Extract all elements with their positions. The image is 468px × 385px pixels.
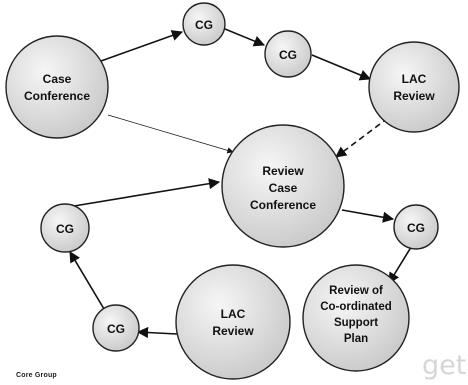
node-review-support-plan-line-4: Plan: [344, 333, 368, 345]
svg-text:CG: CG: [279, 48, 297, 62]
arrow-cg-top-1-to-cg-top-2: [224, 28, 266, 47]
watermark-logo: get: [422, 350, 467, 381]
node-lac-review-bottom-line-2: Review: [212, 324, 254, 338]
svg-text:CG: CG: [195, 18, 213, 32]
node-lac-review-top-line-2: Review: [393, 89, 435, 103]
arrow-case-to-review-case: [107, 114, 234, 154]
footnote: Core Group: [16, 372, 57, 379]
node-review-case-conference-line-2: Case: [269, 181, 298, 195]
node-cg-right: CG: [393, 204, 439, 250]
node-lac-review-top-line-1: LAC: [402, 72, 427, 86]
node-case-conference-line-1: Case: [43, 72, 72, 86]
node-cg-top-1: CG: [182, 2, 226, 46]
arrow-case-to-cg-top-1: [100, 30, 184, 62]
node-lac-review-bottom-line-1: LAC: [221, 307, 246, 321]
node-cg-top-2-label: CG: [279, 48, 297, 62]
arrow-cg-right-to-support-plan: [388, 243, 414, 284]
node-cg-top-1-label: CG: [195, 18, 213, 32]
node-review-support-plan-line-3: Support: [334, 317, 378, 329]
arrow-lac-bottom-to-cg-bottom: [136, 326, 178, 339]
node-cg-left: CG: [40, 203, 90, 253]
svg-text:CG: CG: [107, 322, 125, 336]
node-cg-bottom: CG: [92, 304, 140, 352]
node-cg-bottom-label: CG: [107, 322, 125, 336]
node-review-support-plan-line-1: Review of: [329, 285, 383, 297]
node-cg-top-2: CG: [264, 30, 312, 78]
node-cg-right-label: CG: [407, 221, 425, 235]
arrow-cg-bottom-to-cg-left: [69, 251, 105, 310]
node-cg-left-label: CG: [56, 222, 74, 236]
arrow-review-case-to-cg-right: [341, 209, 395, 223]
node-lac-review-top: LAC Review: [368, 41, 460, 133]
node-case-conference-line-2: Conference: [24, 89, 90, 103]
node-review-support-plan-line-2: Co-ordinated: [320, 301, 392, 313]
node-lac-review-bottom: LAC Review: [175, 264, 291, 380]
arrow-lac-review-to-review-case: [335, 117, 389, 158]
svg-text:CG: CG: [407, 221, 425, 235]
arrow-cg-top-2-to-lac-review: [311, 54, 372, 81]
node-review-case-conference-line-3: Conference: [250, 198, 316, 212]
node-review-case-conference-line-1: Review: [262, 164, 304, 178]
arrow-cg-left-to-review-case: [73, 178, 221, 207]
svg-text:CG: CG: [56, 222, 74, 236]
